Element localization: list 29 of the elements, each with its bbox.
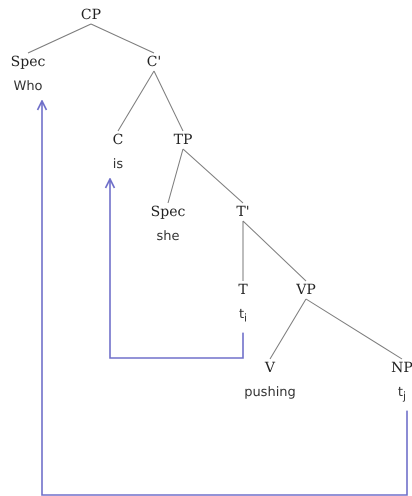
word-label: pushing xyxy=(244,384,296,402)
category-label: TP xyxy=(174,131,192,150)
category-label: T xyxy=(238,281,248,300)
category-label: V xyxy=(264,359,276,378)
category-label: C' xyxy=(146,53,162,72)
word-label: she xyxy=(155,228,180,246)
category-label: C xyxy=(112,131,124,150)
tree-branch-line xyxy=(242,220,306,282)
category-label: NP xyxy=(391,359,412,378)
word-label: t$_{j}$ xyxy=(396,384,408,405)
category-label: Spec xyxy=(150,203,186,222)
word-label: Who xyxy=(12,78,44,96)
tree-branch-line xyxy=(28,24,92,54)
tree-branch-line xyxy=(90,24,154,54)
tree-branch-line xyxy=(182,148,244,204)
tree-branch-line xyxy=(306,298,402,360)
tree-branch-line xyxy=(270,298,306,360)
category-label: CP xyxy=(80,6,102,25)
tree-branch-line xyxy=(168,148,184,204)
tree-branch-line xyxy=(118,70,154,132)
word-label: t$_{i}$ xyxy=(238,306,248,327)
category-label: VP xyxy=(296,281,316,300)
movement-arrow xyxy=(104,178,244,359)
tree-branch-line xyxy=(242,220,244,282)
movement-arrow xyxy=(36,100,408,496)
category-label: T' xyxy=(236,203,250,222)
tree-branch-line xyxy=(154,70,184,132)
category-label: Spec xyxy=(10,53,46,72)
word-label: is xyxy=(112,156,124,174)
